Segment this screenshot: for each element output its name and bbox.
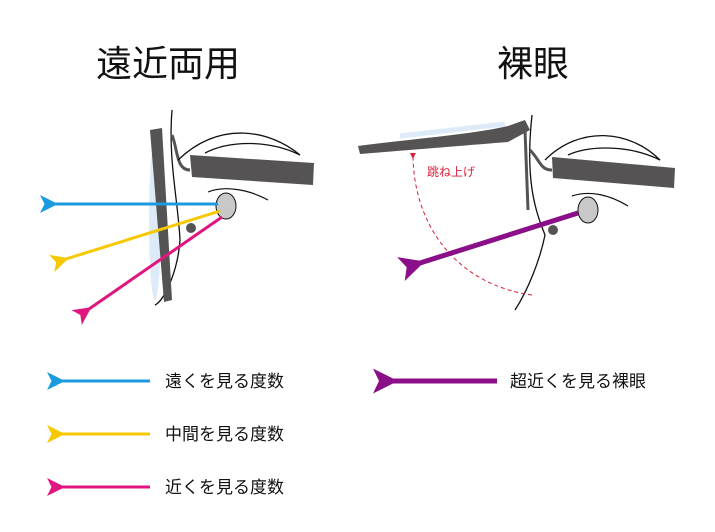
naked-eye-illustration: 跳ね上げ (358, 114, 675, 311)
glasses-frame (150, 128, 172, 302)
legend-mid-label: 中間を見る度数 (165, 425, 284, 445)
nose-pad (186, 223, 196, 233)
temple-arm (190, 155, 314, 185)
eyebrow (544, 134, 661, 161)
legend-very-near-label: 超近くを見る裸眼 (510, 372, 646, 392)
flipped-glasses-frame (358, 120, 530, 154)
eye (215, 192, 237, 220)
temple-arm (552, 157, 675, 188)
legend: 遠くを見る度数 中間を見る度数 近くを見る度数 超近くを見る裸眼 (47, 368, 646, 498)
very-near-sight-arrow (397, 210, 579, 281)
eyebrow (177, 132, 301, 161)
bifocal-illustration (40, 109, 314, 325)
legend-near-label: 近くを見る度数 (165, 478, 284, 498)
near-sight-arrow (71, 215, 223, 325)
nose-pad (548, 225, 558, 235)
flip-up-arc (409, 152, 533, 296)
eye (577, 196, 599, 224)
mid-sight-arrow (49, 209, 221, 273)
eyelid (571, 192, 629, 207)
eyelid (207, 188, 269, 201)
title-bifocal: 遠近両用 (96, 44, 240, 85)
title-naked-eye: 裸眼 (497, 44, 569, 85)
flip-up-label: 跳ね上げ (427, 165, 475, 179)
lens (399, 121, 506, 139)
legend-far-label: 遠くを見る度数 (165, 372, 284, 392)
face-profile (514, 114, 546, 311)
